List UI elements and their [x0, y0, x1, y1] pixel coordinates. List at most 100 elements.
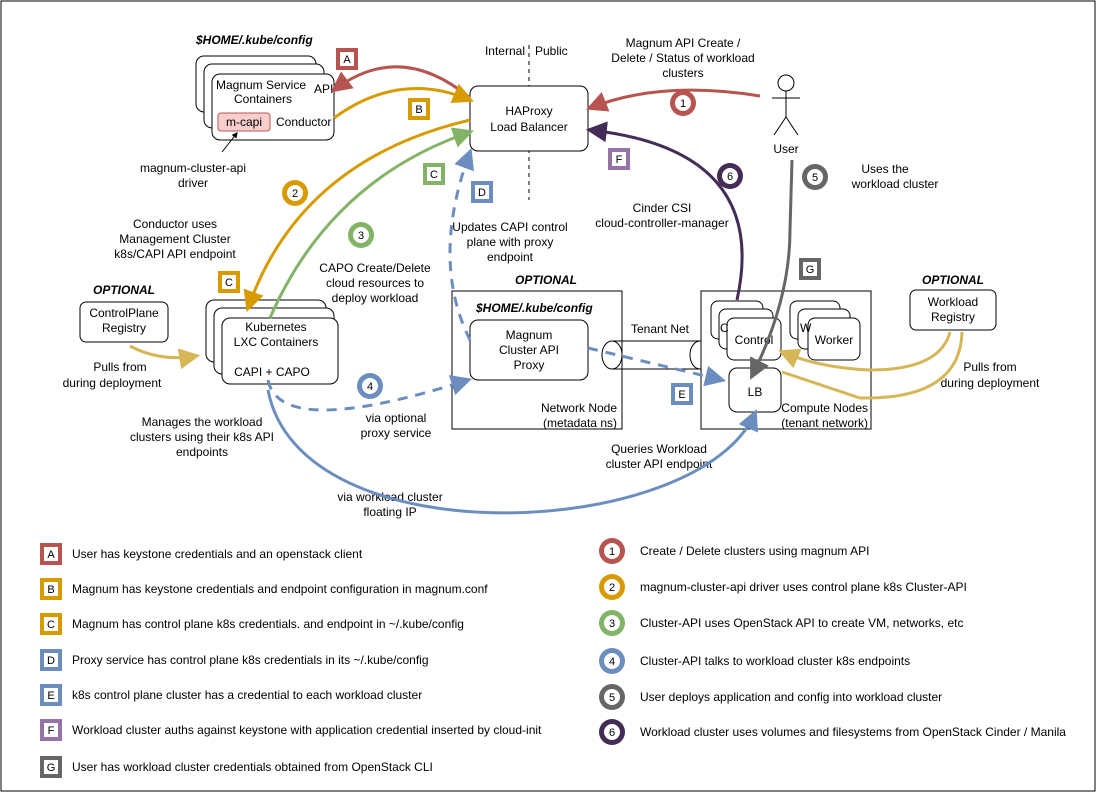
magnum-service-node: Magnum Service Containers API m-capi Con…: [195, 55, 335, 141]
svg-text:D: D: [47, 655, 55, 667]
driver-label-2: driver: [178, 176, 208, 190]
queries-text-1: Queries Workload: [611, 442, 707, 456]
legend-item-6: 6 Workload cluster uses volumes and files…: [599, 719, 1066, 745]
cond-text-3: k8s/CAPI API endpoint: [114, 247, 236, 261]
pulls-left-2: during deployment: [63, 376, 162, 390]
user-icon: [772, 74, 800, 136]
svg-text:1: 1: [680, 98, 686, 110]
legend-item-a: A User has keystone credentials and an op…: [40, 543, 363, 565]
worker-label: Worker: [815, 333, 853, 347]
svg-text:4: 4: [367, 381, 373, 393]
wl-registry-1: Workload: [928, 295, 978, 309]
svg-text:F: F: [616, 154, 623, 166]
badge-1: 1: [670, 90, 696, 116]
conductor-label: Conductor: [276, 115, 331, 129]
svg-text:4: 4: [609, 656, 615, 668]
badge-b: B: [408, 98, 430, 120]
uses-text-2: workload cluster: [851, 177, 939, 191]
kubernetes-node: Kubernetes LXC Containers CAPI + CAPO: [205, 299, 339, 385]
pulls-left-1: Pulls from: [93, 360, 146, 374]
arrow-2-orange: [243, 118, 471, 312]
haproxy-box: [469, 85, 589, 152]
arrow-e-blue-dashed: [587, 346, 727, 387]
badge-c-left: C: [218, 271, 240, 293]
uses-text-1: Uses the: [861, 162, 909, 176]
svg-text:Create / Delete clusters using: Create / Delete clusters using magnum AP…: [640, 544, 869, 558]
magnum-service-label: Magnum Service: [216, 78, 306, 92]
svg-text:A: A: [47, 549, 55, 561]
netnode-label-1: Network Node: [541, 401, 617, 415]
cinder-text-1: Cinder CSI: [633, 201, 692, 215]
svg-text:Magnum has keystone credential: Magnum has keystone credentials and endp…: [72, 582, 488, 596]
arrow-pull-left: [129, 344, 201, 370]
mcapi-label: m-capi: [226, 115, 262, 129]
svg-text:User has workload cluster cred: User has workload cluster credentials ob…: [72, 760, 433, 774]
svg-text:F: F: [48, 725, 55, 737]
optional-left: OPTIONAL: [93, 283, 155, 297]
svg-text:Magnum has control plane k8s c: Magnum has control plane k8s credentials…: [72, 617, 464, 631]
internal-label: Internal: [485, 44, 525, 58]
arrow-6-purple: [585, 121, 744, 301]
cond-text-2: Management Cluster: [119, 232, 230, 246]
compute-label-2: (tenant network): [781, 416, 868, 430]
legend-numbers: 1 Create / Delete clusters using magnum A…: [599, 538, 1066, 745]
svg-text:5: 5: [812, 172, 818, 184]
updates-text-3: endpoint: [487, 250, 534, 264]
svg-text:B: B: [47, 584, 54, 596]
svg-text:6: 6: [609, 727, 615, 739]
svg-text:D: D: [478, 187, 486, 199]
svg-text:Cluster-API uses OpenStack API: Cluster-API uses OpenStack API to create…: [640, 616, 963, 630]
badge-a: A: [336, 48, 358, 70]
wl-registry-2: Registry: [931, 310, 975, 324]
mcapi-box: [217, 112, 271, 132]
cp-registry-1: ControlPlane: [89, 306, 159, 320]
arrow-b-orange: [333, 83, 474, 120]
public-label: Public: [535, 44, 568, 58]
netnode-label-2: (metadata ns): [543, 416, 617, 430]
cp-registry-2: Registry: [102, 321, 146, 335]
control-a: C: [720, 321, 729, 335]
via-opt-text-1: via optional: [366, 411, 427, 425]
svg-text:C: C: [430, 169, 438, 181]
arrow-pull-right-2: [781, 331, 964, 400]
lb-label: LB: [748, 385, 763, 399]
svg-text:1: 1: [609, 546, 615, 558]
svg-text:Workload cluster auths against: Workload cluster auths against keystone …: [72, 723, 542, 737]
proxy-label-2: Cluster API: [499, 343, 559, 357]
k8s-label-1: Kubernetes: [245, 320, 306, 334]
badge-g: G: [799, 258, 821, 280]
badge-e: E: [671, 383, 693, 405]
svg-text:User has keystone credentials: User has keystone credentials and an ope…: [72, 547, 363, 561]
via-fip-text-2: floating IP: [363, 505, 416, 519]
worker-nodes: W Worker: [789, 300, 861, 361]
svg-text:E: E: [47, 690, 54, 702]
manages-text-1: Manages the workload: [142, 415, 263, 429]
svg-text:k8s control plane cluster has: k8s control plane cluster has a credenti…: [72, 688, 422, 702]
via-opt-text-2: proxy service: [361, 426, 432, 440]
svg-text:Proxy service has control plan: Proxy service has control plane k8s cred…: [72, 653, 429, 667]
containers-label: Containers: [234, 92, 292, 106]
legend-item-f: F Workload cluster auths against keystone…: [40, 719, 542, 741]
updates-text-2: plane with proxy: [467, 235, 554, 249]
proxy-label-3: Proxy: [514, 358, 545, 372]
cinder-text-2: cloud-controller-manager: [595, 216, 728, 230]
optional-right: OPTIONAL: [922, 273, 984, 287]
manages-text-2: clusters using their k8s API: [130, 430, 274, 444]
proxy-label-1: Magnum: [506, 328, 553, 342]
pulls-right-2: during deployment: [941, 376, 1040, 390]
control-nodes: C Control: [710, 300, 782, 361]
haproxy-label-2: Load Balancer: [490, 120, 567, 134]
legend-item-1: 1 Create / Delete clusters using magnum A…: [599, 538, 869, 564]
driver-pointer: [221, 132, 238, 153]
svg-text:magnum-cluster-api driver uses: magnum-cluster-api driver uses control p…: [640, 580, 967, 594]
svg-text:2: 2: [292, 188, 298, 200]
svg-text:Workload cluster uses volumes: Workload cluster uses volumes and filesy…: [640, 725, 1066, 739]
magnum-api-text-2: Delete / Status of workload: [611, 51, 754, 65]
